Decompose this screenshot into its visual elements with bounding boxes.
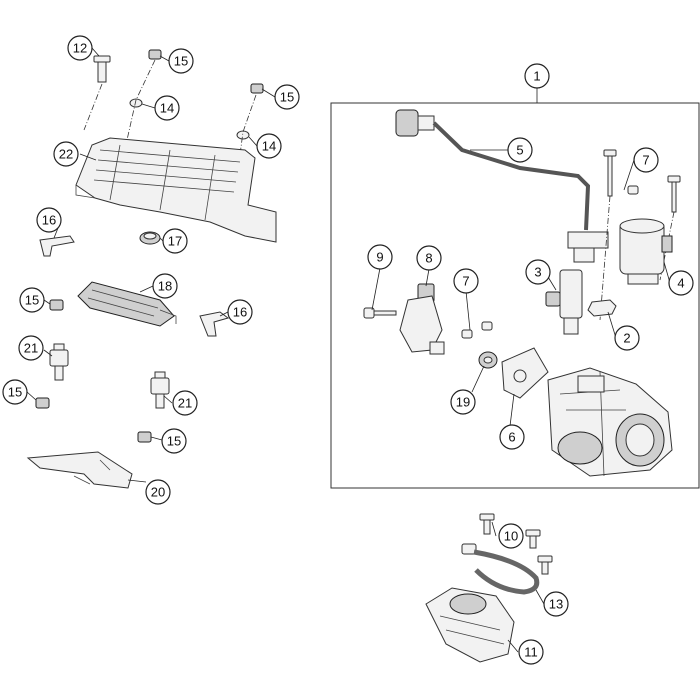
callout-13: 13 xyxy=(543,591,569,617)
callout-8-label: 8 xyxy=(425,251,432,266)
callout-20: 20 xyxy=(145,479,171,505)
screw-9 xyxy=(363,307,397,319)
callout-6-label: 6 xyxy=(508,430,515,445)
callout-17: 17 xyxy=(162,228,188,254)
callout-15-lower-right: 15 xyxy=(161,428,187,454)
callout-1-label: 1 xyxy=(533,69,540,84)
callout-19-label: 19 xyxy=(456,395,470,410)
callout-22-label: 22 xyxy=(59,147,73,162)
bracket-16-left xyxy=(39,235,75,257)
throttle-body-assembly-frame xyxy=(330,102,700,489)
callout-4: 4 xyxy=(668,270,694,296)
bolt-7-upper-left xyxy=(603,149,617,197)
callout-20-label: 20 xyxy=(151,485,165,500)
bracket-16-right xyxy=(199,311,230,337)
callout-15-left-upper-label: 15 xyxy=(25,293,39,308)
damper-21-right xyxy=(150,371,170,409)
callout-17-label: 17 xyxy=(168,234,182,249)
callout-18-label: 18 xyxy=(158,279,172,294)
callout-11: 11 xyxy=(518,639,544,665)
damper-21-left xyxy=(49,343,69,381)
callout-21-left-label: 21 xyxy=(24,341,38,356)
nut-15-lower-right xyxy=(137,431,152,443)
callout-5: 5 xyxy=(507,137,533,163)
grommet-17 xyxy=(139,231,161,245)
callout-15-left-lower-label: 15 xyxy=(8,385,22,400)
callout-16-left-label: 16 xyxy=(42,213,56,228)
callout-15-left-upper: 15 xyxy=(19,287,45,313)
callout-1: 1 xyxy=(524,63,550,89)
callout-14-top: 14 xyxy=(154,95,180,121)
callout-15-top-label: 15 xyxy=(174,54,188,69)
callout-16-right: 16 xyxy=(227,299,253,325)
callout-21-left: 21 xyxy=(18,335,44,361)
callout-8: 8 xyxy=(416,245,442,271)
bolt-12 xyxy=(93,55,111,83)
callout-10-label: 10 xyxy=(504,529,518,544)
washer-7-upper xyxy=(627,185,639,195)
callout-4-label: 4 xyxy=(677,276,684,291)
throttle-position-sensor-8 xyxy=(399,283,445,355)
seal-19 xyxy=(478,351,498,369)
callout-7-lower: 7 xyxy=(453,268,479,294)
callout-21-right-label: 21 xyxy=(178,396,192,411)
callout-15-lower-right-label: 15 xyxy=(167,434,181,449)
nut-15-top xyxy=(148,49,162,60)
callout-14-right-label: 14 xyxy=(262,139,276,154)
callout-10: 10 xyxy=(498,523,524,549)
throttle-body xyxy=(547,367,673,477)
gasket-6 xyxy=(501,347,549,399)
idle-stepper-motor-4 xyxy=(619,218,673,285)
intake-boot-11 xyxy=(425,587,515,663)
washer-14-right xyxy=(236,130,250,140)
callout-2: 2 xyxy=(614,325,640,351)
callout-3: 3 xyxy=(525,259,551,285)
callout-3-label: 3 xyxy=(534,265,541,280)
bracket-20 xyxy=(26,451,133,489)
callout-12-label: 12 xyxy=(73,41,87,56)
ecu-module-18 xyxy=(77,281,177,327)
callout-9: 9 xyxy=(367,244,393,270)
nut-15-left-upper xyxy=(49,299,64,311)
washer-14-top xyxy=(129,98,143,108)
callout-13-label: 13 xyxy=(549,597,563,612)
callout-15-right: 15 xyxy=(274,84,300,110)
callout-16-right-label: 16 xyxy=(233,305,247,320)
callout-5-label: 5 xyxy=(516,143,523,158)
hose-clamp-13 xyxy=(461,543,540,595)
callout-22: 22 xyxy=(53,141,79,167)
ecu-cover-22 xyxy=(75,137,277,243)
callout-11-label: 11 xyxy=(524,645,538,660)
callout-14-right: 14 xyxy=(256,133,282,159)
injector-clip-2 xyxy=(587,299,617,317)
fuel-injector-3 xyxy=(545,269,583,335)
callout-15-left-lower: 15 xyxy=(2,379,28,405)
callout-7-upper-label: 7 xyxy=(642,153,649,168)
nut-15-left-lower xyxy=(35,397,50,409)
callout-7-upper: 7 xyxy=(633,147,659,173)
nut-15-right xyxy=(250,83,264,94)
callout-7-lower-label: 7 xyxy=(462,274,469,289)
callout-6: 6 xyxy=(499,424,525,450)
callout-19: 19 xyxy=(450,389,476,415)
callout-14-top-label: 14 xyxy=(160,101,174,116)
wiring-harness-5 xyxy=(395,109,609,263)
callout-15-top: 15 xyxy=(168,48,194,74)
callout-9-label: 9 xyxy=(376,250,383,265)
callout-12: 12 xyxy=(67,35,93,61)
callout-21-right: 21 xyxy=(172,390,198,416)
screws-10 xyxy=(479,513,553,575)
callout-2-label: 2 xyxy=(623,331,630,346)
callout-18: 18 xyxy=(152,273,178,299)
bolt-7-lower xyxy=(461,321,493,339)
callout-16-left: 16 xyxy=(36,207,62,233)
bolt-7-upper-right xyxy=(667,175,681,213)
callout-15-right-label: 15 xyxy=(280,90,294,105)
